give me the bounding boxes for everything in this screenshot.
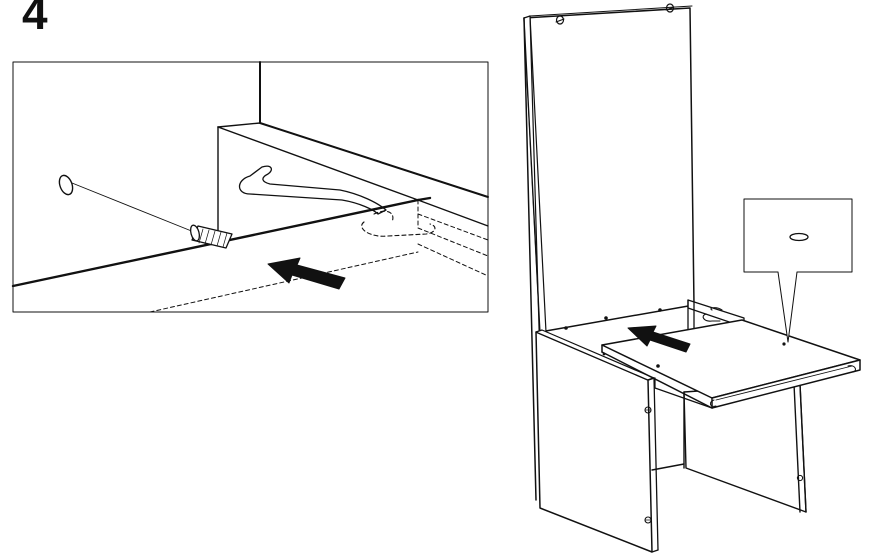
- arrow-left-icon: [627, 325, 691, 353]
- wooden-dowel: [189, 224, 233, 249]
- hole-callout: [743, 198, 853, 343]
- arrow-left-icon: [267, 257, 346, 290]
- left-side-panel: [535, 329, 659, 553]
- detail-frame: [12, 61, 489, 313]
- step-number: 4: [22, 0, 48, 39]
- back-panel: [523, 3, 695, 501]
- assembly-view: [523, 3, 861, 553]
- cam-screw-lower: [644, 516, 652, 524]
- detail-inset: [11, 61, 489, 313]
- cam-screw-upper: [644, 406, 652, 414]
- callout-hole: [789, 232, 809, 242]
- dowel-hole: [58, 174, 74, 196]
